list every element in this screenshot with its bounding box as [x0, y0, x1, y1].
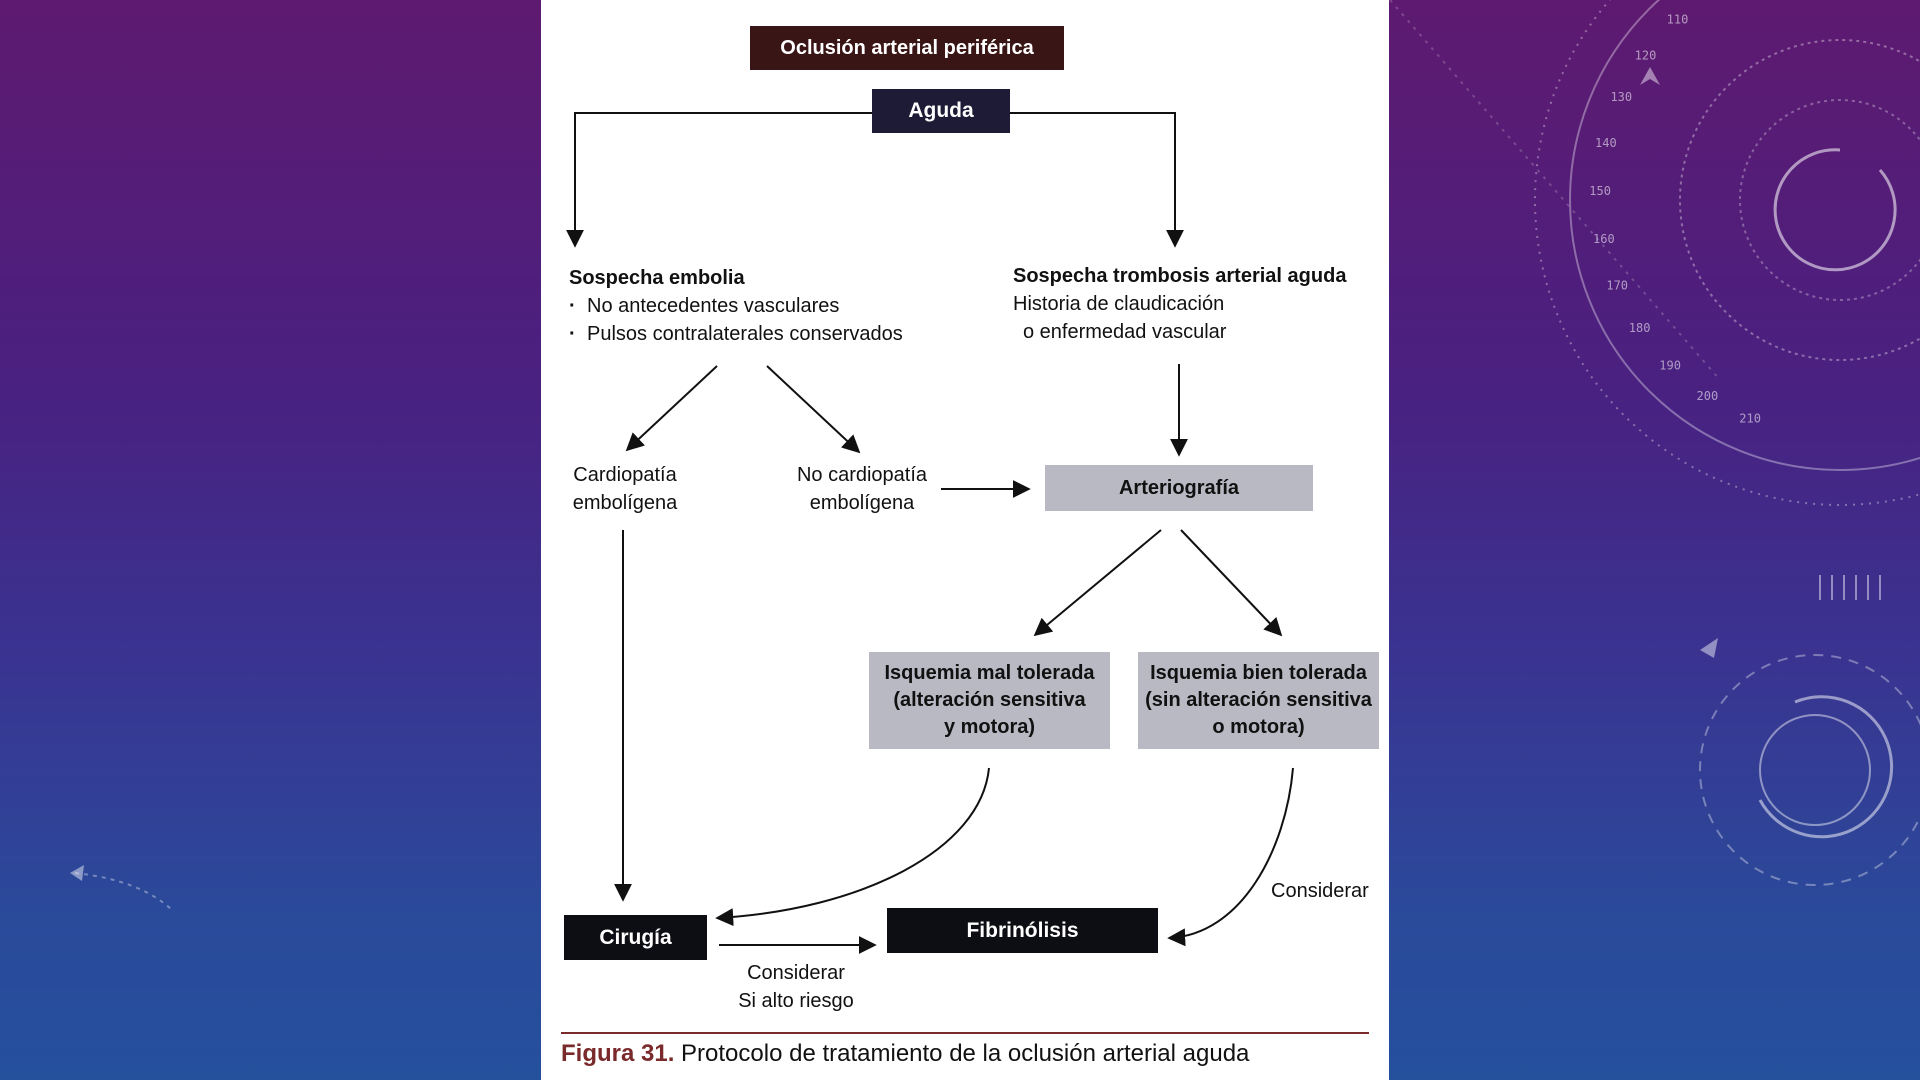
dial-number-label: 120 — [1635, 49, 1657, 63]
isquemia-bien-box: Isquemia bien tolerada (sin alteración s… — [1138, 652, 1379, 749]
dial-number-label: 190 — [1659, 359, 1681, 373]
dial-number-labels: 2102001901801701601501401301201101009080 — [1589, 12, 1761, 426]
arteriografia-box: Arteriografía — [1045, 465, 1313, 511]
lower-dial-ring — [1699, 654, 1920, 886]
no-cardiopatia-node: No cardiopatía embolígena — [777, 461, 947, 517]
arrow-head-deco-1 — [1640, 67, 1660, 85]
title-box: Oclusión arterial periférica — [750, 26, 1064, 70]
dial-number-label: 210 — [1739, 412, 1761, 426]
caption-rule — [561, 1032, 1369, 1034]
cardiopatia-node: Cardiopatía embolígena — [555, 461, 695, 517]
dial-number-label: 160 — [1593, 232, 1615, 246]
considerar-bottom-line-1: Considerar — [747, 962, 845, 984]
embolia-criteria-list: No antecedentes vasculares Pulsos contra… — [569, 292, 903, 348]
arrow-head-deco-3 — [70, 865, 84, 881]
isquemia-mal-line-3: y motora) — [943, 716, 1036, 738]
isquemia-mal-line-2: (alteración sensitiva — [893, 689, 1086, 711]
lower-dial-inner — [1759, 714, 1871, 826]
connector-aguda-to-trombosis — [1009, 112, 1184, 248]
considerar-bottom-note: Considerar Si alto riesgo — [711, 959, 881, 1015]
connector-embolia-to-cardiopatia — [625, 365, 718, 452]
aguda-label: Aguda — [908, 99, 974, 122]
cardiopatia-line-2: embolígena — [572, 492, 678, 514]
figure-number: Figura 31. — [561, 1040, 675, 1067]
connector-arteriografia-to-isquemia-mal — [1033, 529, 1162, 637]
inner-dial-arc — [1773, 148, 1897, 272]
isquemia-mal-box: Isquemia mal tolerada (alteración sensit… — [869, 652, 1110, 749]
arrow-head-deco-2 — [1700, 638, 1718, 658]
lower-dial-arc — [1758, 695, 1894, 839]
title-label: Oclusión arterial periférica — [780, 36, 1034, 59]
connector-aguda-to-embolia — [566, 112, 873, 248]
left-dashed-arc — [74, 872, 173, 911]
trombosis-detail-1: Historia de claudicación — [1013, 293, 1225, 315]
figure-caption: Figura 31. Protocolo de tratamiento de l… — [561, 1040, 1249, 1068]
trombosis-heading: Sospecha trombosis arterial aguda — [1013, 265, 1347, 287]
dial-number-label: 170 — [1606, 278, 1628, 292]
no-cardiopatia-line-1: No cardiopatía — [796, 464, 928, 486]
embolia-block: Sospecha embolia No antecedentes vascula… — [569, 264, 903, 348]
embolia-criterion: Pulsos contralaterales conservados — [569, 320, 903, 348]
middle-dial-ring — [1679, 39, 1920, 361]
diagonal-dashed-line — [1389, 0, 1721, 381]
outer-dial-ring-2 — [1534, 0, 1920, 506]
trombosis-block: Sospecha trombosis arterial aguda Histor… — [1013, 262, 1346, 346]
fibrinolisis-box: Fibrinólisis — [887, 908, 1158, 953]
connector-isquemia-bien-to-fibrinolisis — [1167, 767, 1294, 947]
aguda-box: Aguda — [872, 89, 1010, 133]
flowchart-connectors — [566, 112, 1294, 954]
isquemia-mal-line-1: Isquemia mal tolerada — [884, 662, 1095, 684]
connector-isquemia-mal-to-cirugia — [715, 767, 990, 927]
trombosis-detail-2: o enfermedad vascular — [1023, 321, 1227, 343]
dial-number-label: 150 — [1589, 184, 1611, 198]
connector-arteriografia-to-isquemia-bien — [1180, 529, 1283, 637]
isquemia-bien-line-2: (sin alteración sensitiva — [1145, 689, 1372, 711]
inner-dial-ring — [1739, 99, 1920, 301]
embolia-criterion: No antecedentes vasculares — [569, 292, 903, 320]
dial-number-label: 130 — [1610, 90, 1632, 104]
connector-embolia-to-no-cardiopatia — [766, 365, 861, 454]
dial-number-label: 110 — [1667, 12, 1689, 26]
dial-number-label: 180 — [1629, 321, 1651, 335]
isquemia-bien-line-1: Isquemia bien tolerada — [1150, 662, 1367, 684]
arteriografia-label: Arteriografía — [1118, 476, 1240, 499]
cirugia-box: Cirugía — [564, 915, 707, 960]
fibrinolisis-label: Fibrinólisis — [966, 918, 1079, 942]
isquemia-bien-line-3: o motora) — [1212, 716, 1305, 738]
considerar-right-label: Considerar — [1271, 880, 1369, 902]
dial-number-label: 140 — [1595, 136, 1617, 150]
dial-number-label: 200 — [1697, 389, 1719, 403]
no-cardiopatia-line-2: embolígena — [809, 492, 915, 514]
considerar-bottom-line-2: Si alto riesgo — [738, 990, 854, 1012]
outer-dial-ring — [1569, 0, 1920, 471]
cirugia-label: Cirugía — [599, 925, 672, 949]
embolia-heading: Sospecha embolia — [569, 267, 745, 289]
diagram-panel: Oclusión arterial periférica Aguda Sospe… — [541, 0, 1389, 1080]
cardiopatia-line-1: Cardiopatía — [573, 464, 677, 486]
figure-caption-text: Protocolo de tratamiento de la oclusión … — [674, 1040, 1250, 1067]
